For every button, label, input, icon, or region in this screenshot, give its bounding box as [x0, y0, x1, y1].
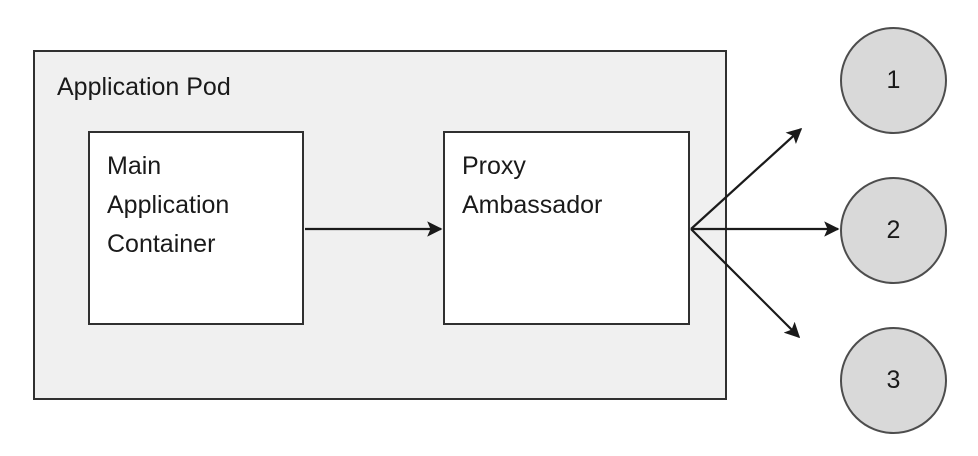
proxy-ambassador-label: Proxy Ambassador: [462, 152, 603, 219]
main-application-container-label: Main Application Container: [107, 152, 230, 258]
external-service-1-label: 1: [886, 66, 901, 94]
external-service-2-label: 2: [886, 216, 901, 244]
external-service-1[interactable]: 1: [840, 27, 947, 134]
application-pod-label: Application Pod: [57, 73, 231, 101]
external-service-3[interactable]: 3: [840, 327, 947, 434]
external-service-2[interactable]: 2: [840, 177, 947, 284]
external-service-3-label: 3: [886, 366, 901, 394]
proxy-ambassador-node[interactable]: Proxy Ambassador: [443, 131, 690, 325]
main-application-container-node[interactable]: Main Application Container: [88, 131, 304, 325]
